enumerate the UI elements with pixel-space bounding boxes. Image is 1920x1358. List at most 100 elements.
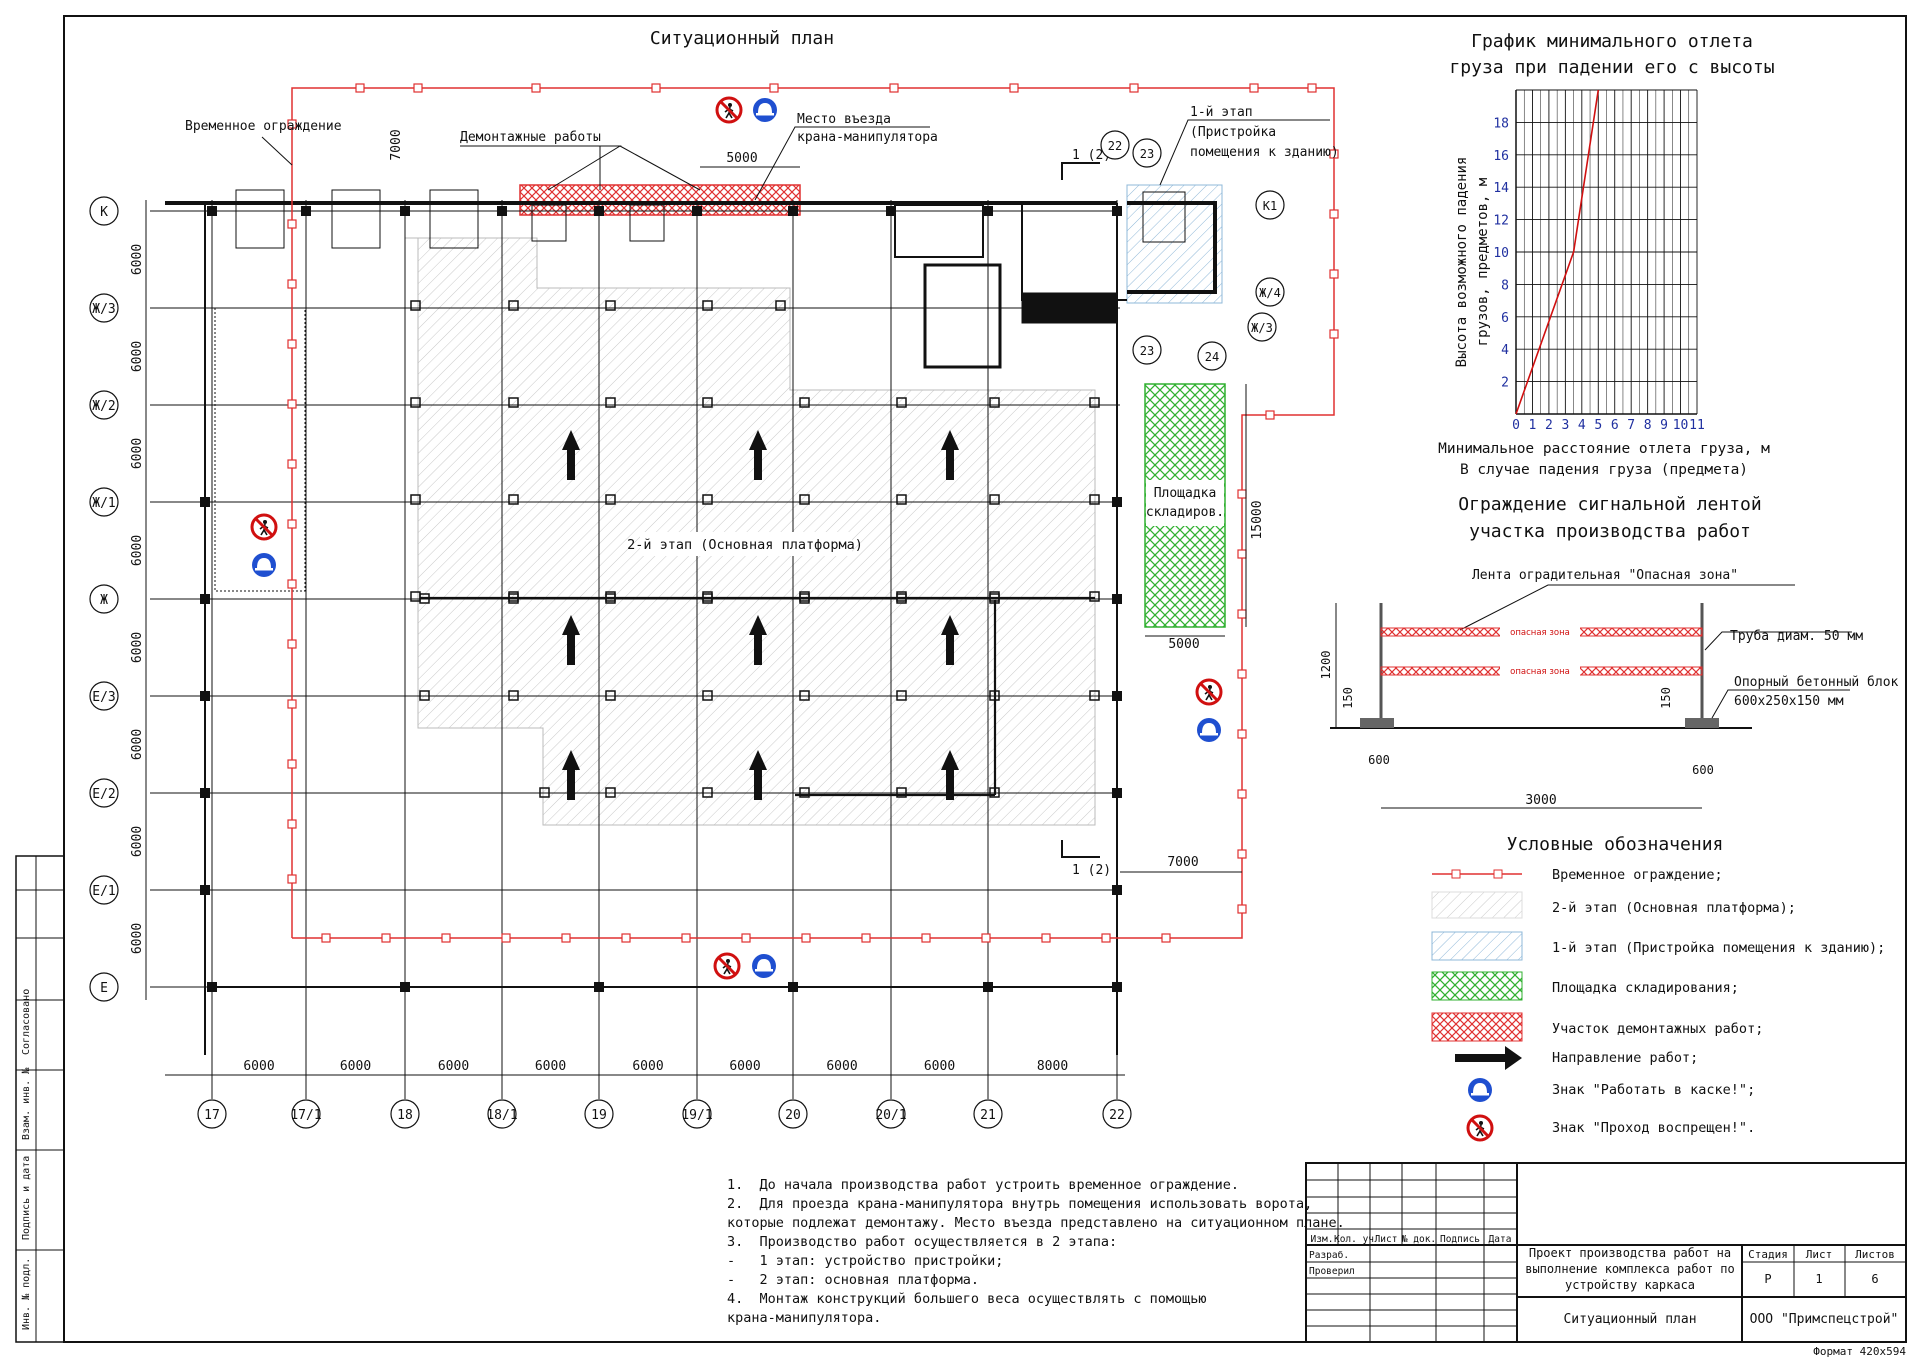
dim-600-left: 600 (1368, 753, 1390, 767)
concrete-block-right (1685, 718, 1719, 728)
dim-left: 6000 (130, 826, 145, 857)
dim-entry-5000: 5000 (726, 151, 757, 166)
label-storage-1: Площадка (1154, 486, 1217, 501)
note-line: 4. Монтаж конструкций большего веса осущ… (727, 1291, 1207, 1307)
axis-bubble (1255, 190, 1285, 220)
tb-sheets-header: Листов (1855, 1248, 1895, 1261)
axis-label: 22 (1108, 139, 1122, 153)
tb-sheets-value: 6 (1871, 1272, 1878, 1286)
legend-item-2: 1-й этап (Пристройка помещения к зданию)… (1552, 940, 1885, 956)
axis-bubble (89, 778, 119, 808)
chart-title-1: График минимального отлета (1471, 31, 1753, 52)
label-stage1-1: 1-й этап (1190, 105, 1253, 120)
dim-left: 6000 (130, 438, 145, 469)
label-stage1-3: помещения к зданию) (1190, 145, 1339, 160)
fall-distance-chart: График минимального отлета груза при пад… (1438, 31, 1774, 478)
tape-text-top: опасная зона (1510, 628, 1570, 638)
dim-left: 6000 (130, 632, 145, 663)
label-temp-fence: Временное ограждение (185, 119, 342, 134)
legend-item-7: Знак "Проход воспрещен!". (1552, 1120, 1755, 1136)
axis-label: Ж/4 (1259, 286, 1281, 300)
label-stage1-2: (Пристройка (1190, 125, 1276, 140)
dim-150-left: 150 (1341, 687, 1355, 709)
chart-xtick: 9 (1660, 418, 1668, 433)
dismantling-area (519, 184, 801, 216)
side-stamp: Согласовано Взам. инв. № Подпись и дата … (15, 855, 65, 1343)
chart-ytick: 4 (1501, 343, 1509, 358)
chart-xtick: 11 (1689, 418, 1705, 433)
tb-h-sign: Подпись (1440, 1234, 1480, 1245)
legend-title: Условные обозначения (1507, 834, 1724, 855)
axis-bubble (1197, 341, 1227, 371)
label-dismantling: Демонтажные работы (460, 130, 601, 145)
axis-bubble (390, 1099, 420, 1129)
label-crane-entry-1: Место въезда (797, 112, 891, 127)
axis-bubble (89, 875, 119, 905)
hard-hat-sign-icon (752, 954, 776, 978)
tb-project-3: устройству каркаса (1565, 1278, 1695, 1292)
axis-label: Ж (100, 593, 108, 608)
fence-title-1: Ограждение сигнальной лентой (1458, 494, 1761, 515)
axis-label: 23 (1140, 147, 1154, 161)
note-line: - 2 этап: основная платформа. (727, 1272, 979, 1288)
legend-storage-swatch (1431, 971, 1523, 1001)
chart-xtick: 10 (1673, 418, 1689, 433)
dim-left: 6000 (130, 923, 145, 954)
chart-xtick: 1 (1529, 418, 1537, 433)
chart-xtick: 3 (1561, 418, 1569, 433)
dim-600-right: 600 (1692, 763, 1714, 777)
label-stage2: 2-й этап (Основная платформа) (627, 537, 863, 553)
dim-bottom: 6000 (729, 1059, 760, 1074)
fence-title-2: участка производства работ (1469, 521, 1751, 542)
axis-label: Ж/3 (92, 302, 115, 317)
direction-arrows (562, 430, 959, 800)
axis-label: 19 (591, 1108, 607, 1123)
axis-label: 20 (785, 1108, 801, 1123)
axis-label: Ж/3 (1251, 321, 1273, 335)
chart-ytick: 8 (1501, 278, 1509, 293)
tb-h-date: Дата (1489, 1234, 1512, 1245)
concrete-block-left (1360, 718, 1394, 728)
block-label-1: Опорный бетонный блок (1734, 675, 1899, 690)
axis-label: 18 (397, 1108, 413, 1123)
axis-bubble (89, 390, 119, 420)
tape-label: Лента оградительная "Опасная зона" (1472, 568, 1738, 583)
note-line: 3. Производство работ осуществляется в 2… (727, 1234, 1118, 1250)
axis-label: Е/2 (92, 787, 115, 802)
dim-left: 6000 (130, 341, 145, 372)
dim-150-right: 150 (1659, 687, 1673, 709)
axis-bubble (89, 293, 119, 323)
columns (200, 206, 1122, 992)
axis-bubble (682, 1099, 712, 1129)
sheet-frame (63, 15, 1907, 1343)
chart-ytick: 16 (1493, 149, 1509, 164)
section-mark-bottom: 1 (2) (1072, 863, 1111, 878)
chart-xlabel-1: Минимальное расстояние отлета груза, м (1438, 441, 1770, 457)
chart-xtick: 5 (1594, 418, 1602, 433)
chart-ylabel-1: Высота возможного падения (1454, 157, 1470, 368)
dim-left: 6000 (130, 535, 145, 566)
axis-bubble (1132, 335, 1162, 365)
axis-label: Е/1 (92, 884, 115, 899)
axis-bubble (197, 1099, 227, 1129)
axis-label: 21 (980, 1108, 996, 1123)
chart-xlabel-2: В случае падения груза (предмета) (1460, 462, 1748, 478)
legend-arrow-icon (1455, 1046, 1522, 1070)
tb-sheet-value: 1 (1815, 1272, 1822, 1286)
dim-left: 6000 (130, 729, 145, 760)
axis-bubble (1247, 312, 1277, 342)
title-block-text: Изм. Кол. уч Лист № док. Подпись Дата Ра… (1309, 1234, 1898, 1327)
dim-bottom: 6000 (924, 1059, 955, 1074)
chart-ytick: 18 (1493, 116, 1509, 131)
axis-label: 17/1 (290, 1108, 321, 1123)
axis-bubble (1132, 138, 1162, 168)
chart-ytick: 14 (1493, 181, 1509, 196)
tb-h-kol: Кол. уч (1334, 1234, 1374, 1245)
axis-label: Е/3 (92, 690, 115, 705)
stage2-area (405, 237, 1096, 826)
format-label: Формат 420х594 (1813, 1345, 1906, 1358)
chart-xtick: 2 (1545, 418, 1553, 433)
chart-ylabel-2: грузов, предметов, м (1475, 177, 1491, 346)
